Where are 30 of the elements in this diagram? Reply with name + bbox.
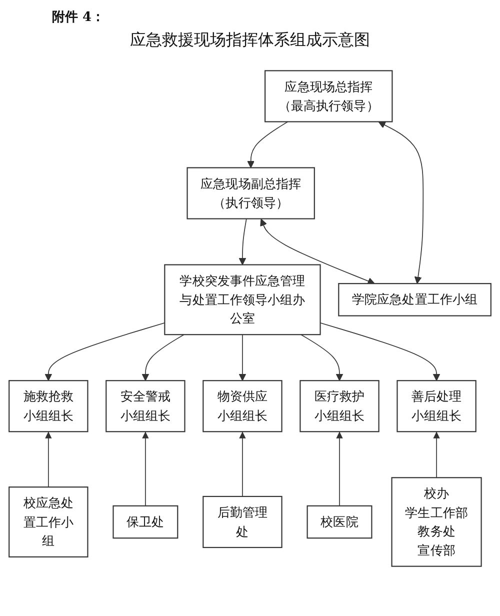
node-box: 校应急处置工作小组: [8, 486, 88, 558]
arrow: [238, 334, 246, 381]
arrow: [45, 431, 52, 488]
node-box: 校医院: [306, 505, 372, 539]
node-box: 后勤管理处: [202, 496, 282, 548]
node-box: 学校突发事件应急管理与处置工作领导小组办公室: [164, 264, 321, 336]
arrow: [260, 218, 375, 285]
arrow: [247, 121, 288, 168]
arrow: [239, 431, 246, 497]
node-box: 医疗救护小组组长: [300, 380, 380, 432]
node-box: 学院应急处置工作小组: [338, 283, 492, 316]
arrow: [238, 218, 247, 266]
arrow: [336, 431, 343, 506]
node-box: 施救抢救小组组长: [8, 380, 88, 432]
node-box: 物资供应小组组长: [202, 380, 282, 432]
arrow: [142, 431, 149, 506]
diagram-title: 应急救援现场指挥体系组成示意图: [130, 30, 370, 49]
arrow: [142, 334, 184, 381]
arrow: [320, 322, 440, 381]
node-box: 校办 学生工作部 教务处 宣传部: [391, 477, 482, 567]
arrow: [44, 322, 166, 381]
arrow: [378, 122, 424, 284]
node-box: 保卫处: [112, 505, 178, 539]
attachment-note: 附件 4：: [52, 9, 105, 26]
node-box: 安全警戒小组组长: [106, 380, 186, 432]
node-box: 应急现场总指挥 （最高执行领导）: [264, 70, 393, 122]
arrow: [433, 431, 440, 478]
node-box: 善后处理小组组长: [396, 380, 476, 432]
arrow: [300, 334, 344, 381]
node-box: 应急现场副总指挥 （执行领导）: [186, 167, 315, 220]
